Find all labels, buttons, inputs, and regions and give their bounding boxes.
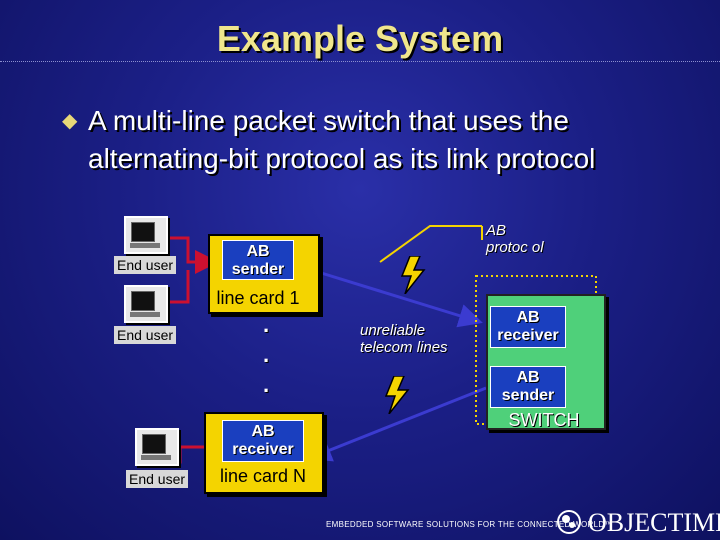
ab-receiver-box-switch: AB receiver — [490, 306, 566, 348]
footer-tagline: EMBEDDED SOFTWARE SOLUTIONS FOR THE CONN… — [326, 520, 613, 529]
ellipsis-dot: . — [263, 312, 270, 337]
end-user-label-3: End user — [126, 470, 189, 488]
line-card-n-caption: line card N — [219, 466, 307, 486]
bullet-diamond-icon: ◆ — [62, 110, 78, 132]
line-card-1-caption: line card 1 — [216, 288, 300, 308]
ellipsis-dot: . — [263, 372, 270, 397]
footer-brand: OBJECTIME — [588, 508, 720, 537]
switch-label: SWITCH — [508, 410, 580, 430]
terminal-icon — [124, 216, 168, 254]
lightning-icon — [400, 256, 426, 294]
slide-title: Example System — [216, 18, 504, 59]
end-user-label-2: End user — [114, 326, 177, 344]
ellipsis-dot: . — [263, 342, 270, 367]
ab-protocol-label: AB protoc ol — [486, 222, 544, 256]
lightning-icon — [384, 376, 410, 414]
terminal-icon — [135, 428, 179, 466]
ab-receiver-box-cardn: AB receiver — [222, 420, 304, 462]
unreliable-lines-label: unreliable telecom lines — [360, 322, 448, 356]
title-divider — [0, 61, 720, 62]
ab-sender-box-card1: AB sender — [222, 240, 294, 280]
end-user-label-1: End user — [114, 256, 177, 274]
bullet-text: A multi-line packet switch that uses the… — [88, 105, 596, 174]
ab-sender-box-switch: AB sender — [490, 366, 566, 408]
objectime-logo-icon — [557, 510, 581, 534]
terminal-icon — [124, 285, 168, 323]
